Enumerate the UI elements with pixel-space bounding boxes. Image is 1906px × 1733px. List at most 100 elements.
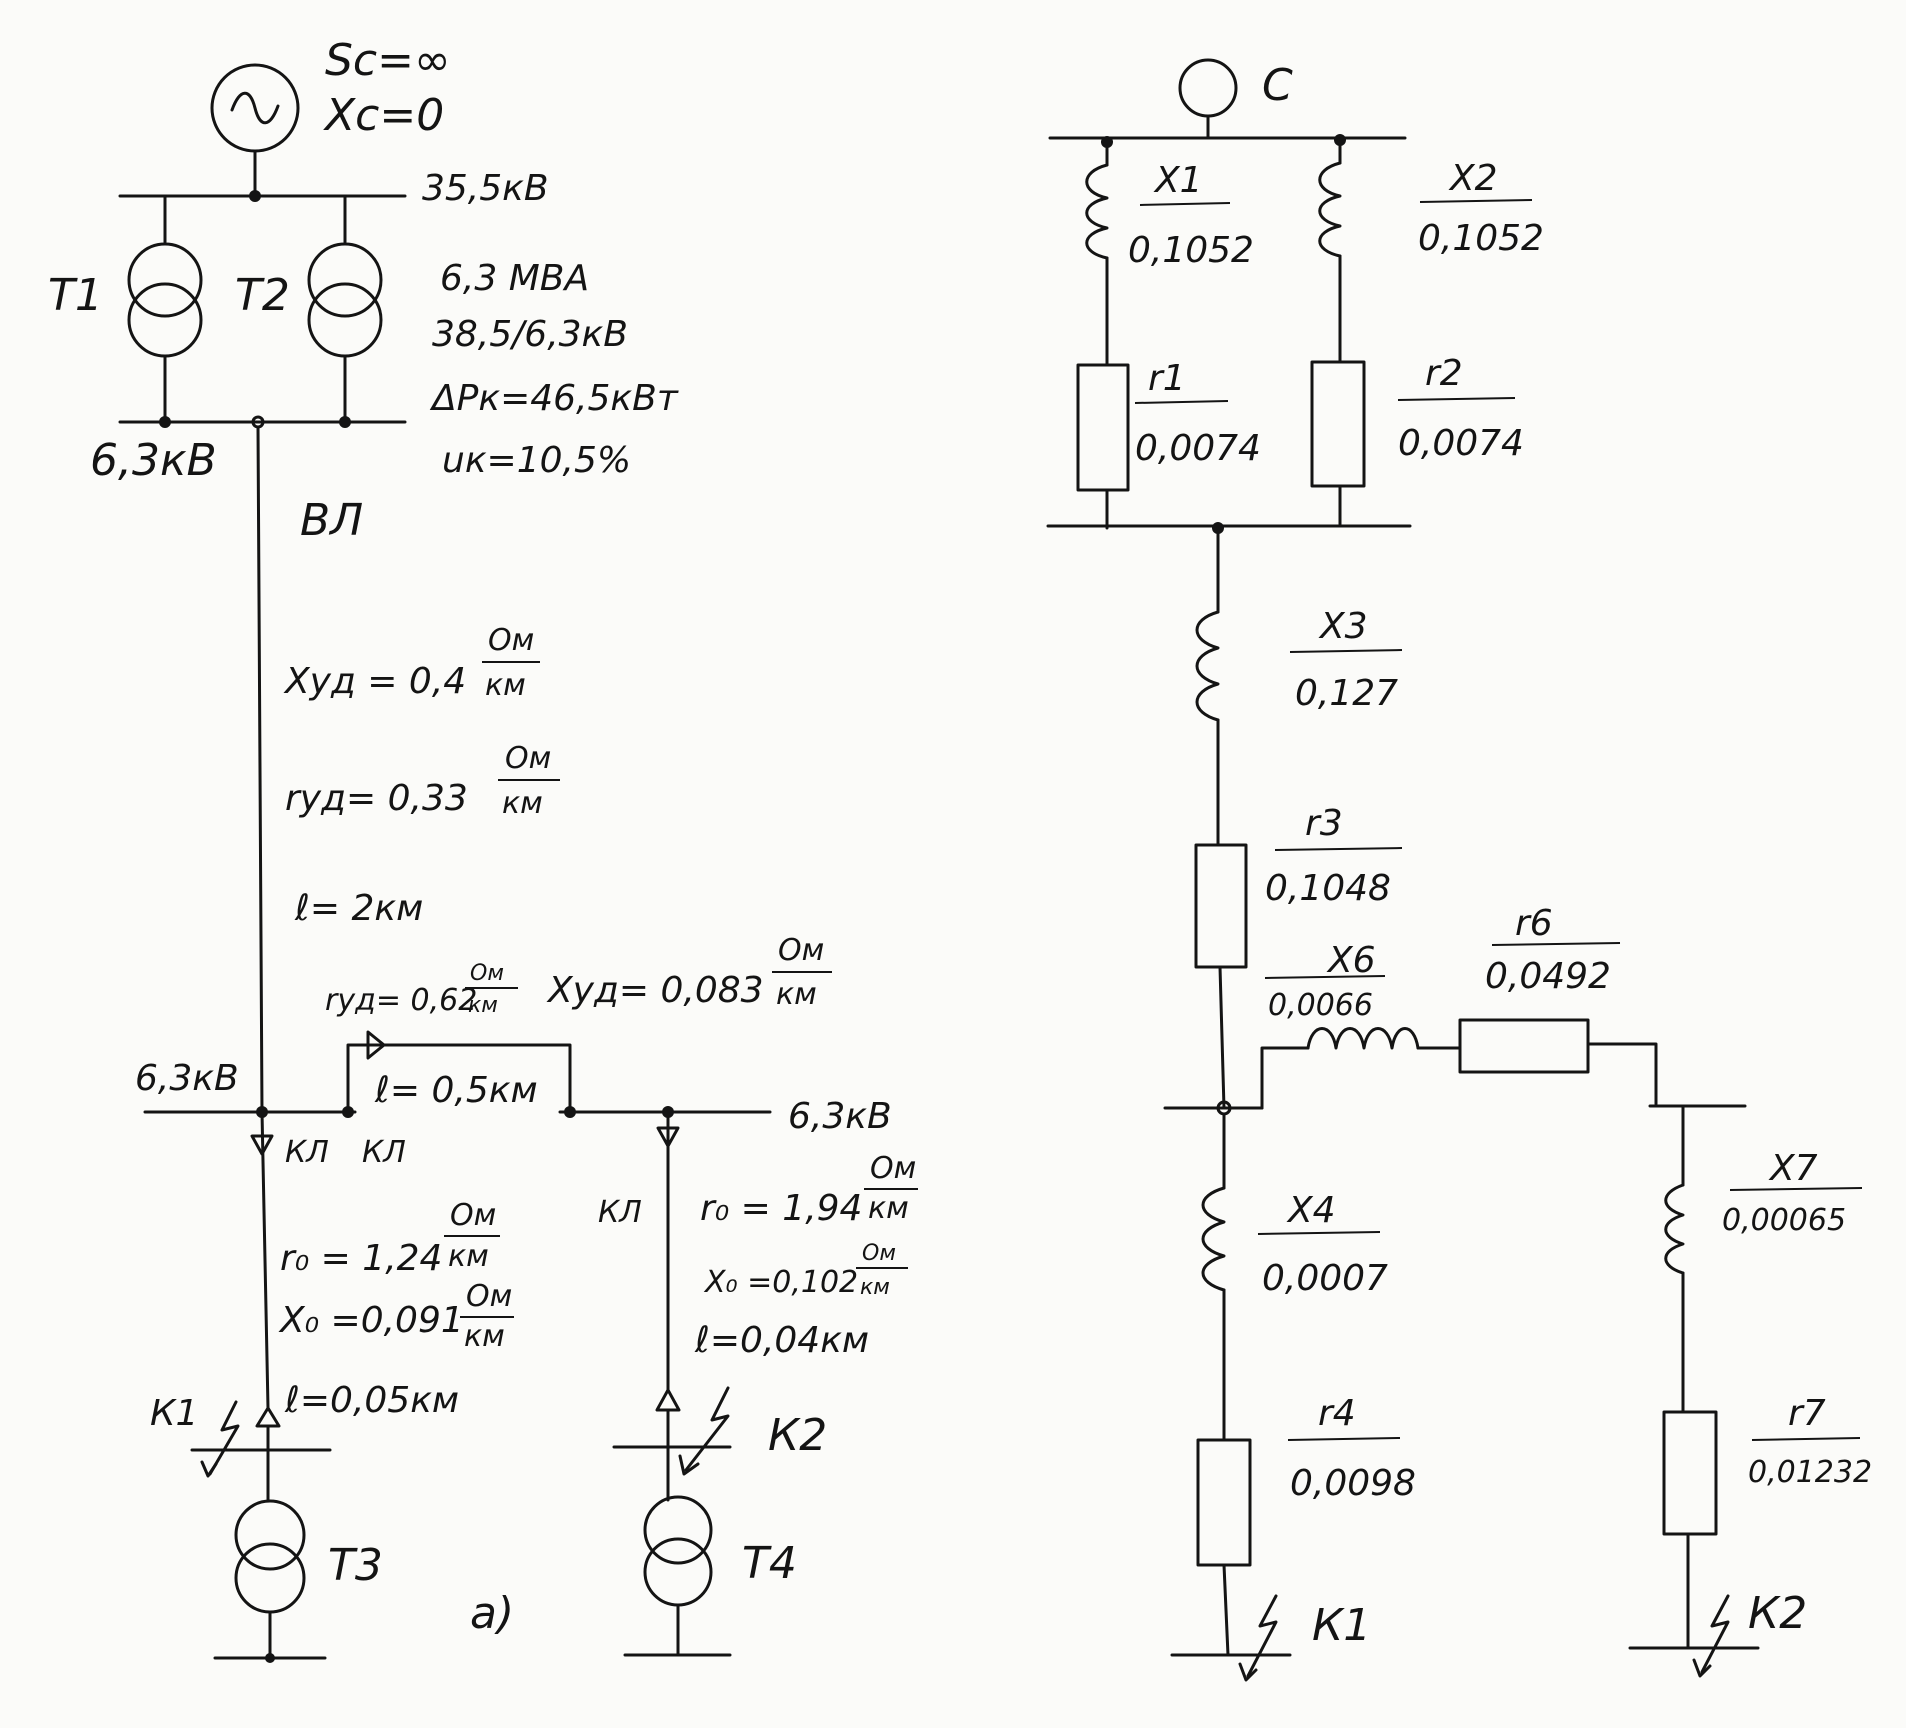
r4-value: 0,0098 xyxy=(1290,1463,1416,1504)
inductor-x4-icon xyxy=(1201,1186,1226,1292)
hv-bus-node xyxy=(249,190,261,202)
inductor-x1-icon xyxy=(1085,163,1109,260)
r3-name: r3 xyxy=(1305,803,1343,844)
transformer-t1-icon xyxy=(127,242,203,358)
bus-2-voltage: 6,3кВ xyxy=(135,1058,239,1099)
source-reactance-label: Xc=0 xyxy=(323,90,444,141)
svg-text:км: км xyxy=(502,786,543,821)
hv-bus-voltage: 35,5кВ xyxy=(422,168,549,209)
r2-name: r2 xyxy=(1425,353,1463,394)
svg-text:Ом: Ом xyxy=(862,1241,896,1266)
cable-end-marker xyxy=(366,1030,386,1060)
transformer-t1-label: T1 xyxy=(48,270,103,321)
x4-name: X4 xyxy=(1286,1190,1336,1231)
transformer-dpk: ΔPк=46,5кВт xyxy=(429,378,679,419)
x3-value: 0,127 xyxy=(1295,673,1398,714)
ol-length: ℓ= 2км xyxy=(294,888,423,929)
ol-x-ud: Xуд = 0,4 xyxy=(283,661,466,702)
x3-name: X3 xyxy=(1318,606,1368,647)
x4-value: 0,0007 xyxy=(1262,1258,1388,1299)
tie-x-ud: Xуд= 0,083 xyxy=(546,970,764,1011)
x1-value: 0,1052 xyxy=(1128,230,1254,271)
kl-label-1: КЛ xyxy=(285,1135,329,1170)
source-c-icon xyxy=(1178,58,1238,118)
x6-name: X6 xyxy=(1326,940,1376,981)
transformer-t3-icon xyxy=(234,1499,306,1614)
transformer-t2-label: T2 xyxy=(235,270,290,321)
inductor-x2-icon xyxy=(1318,161,1342,258)
r1-value: 0,0074 xyxy=(1135,428,1261,469)
r1-name: r1 xyxy=(1148,358,1186,399)
figure-label: а) xyxy=(470,1588,514,1639)
resistor-r2-icon xyxy=(1310,360,1366,488)
svg-text:Ом: Ом xyxy=(488,623,534,658)
cable-1 xyxy=(260,1110,270,1410)
transformer-t2-icon xyxy=(307,242,383,358)
inductor-x7-icon xyxy=(1664,1183,1685,1275)
cable-1-x0: X₀ =0,091 xyxy=(278,1300,464,1341)
cable-2-x0: X₀ =0,102 xyxy=(703,1265,858,1300)
short-circuit-k1-eq-icon xyxy=(1246,1594,1278,1678)
x1-name: X1 xyxy=(1153,160,1203,201)
short-circuit-k2-icon xyxy=(684,1386,730,1472)
svg-text:Ом: Ом xyxy=(466,1279,512,1314)
svg-text:Ом: Ом xyxy=(870,1151,916,1186)
resistor-r6-icon xyxy=(1458,1018,1590,1074)
short-circuit-k2-eq-icon xyxy=(1700,1594,1730,1674)
x7-name: X7 xyxy=(1768,1148,1818,1189)
tie-length: ℓ= 0,5км xyxy=(374,1070,538,1111)
overhead-line xyxy=(256,425,264,1114)
svg-text:км: км xyxy=(485,668,526,703)
source-power-label: Sc=∞ xyxy=(325,35,451,86)
r7-value: 0,01232 xyxy=(1748,1455,1872,1490)
t3-label: Т3 xyxy=(328,1540,383,1591)
x2-value: 0,1052 xyxy=(1418,218,1544,259)
resistor-r7-icon xyxy=(1662,1410,1718,1536)
svg-text:Ом: Ом xyxy=(470,961,504,986)
transformer-ratio: 38,5/6,3кВ xyxy=(432,314,628,355)
svg-text:Ом: Ом xyxy=(505,741,551,776)
source-c-label: С xyxy=(1262,60,1293,111)
cable-1-bottom-marker xyxy=(255,1406,281,1428)
cable-1-length: ℓ=0,05км xyxy=(284,1380,459,1421)
r7-name: r7 xyxy=(1788,1393,1826,1434)
x2-name: X2 xyxy=(1448,158,1498,199)
inductor-x6-icon xyxy=(1306,1027,1420,1050)
lv-bus-voltage: 6,3кВ xyxy=(90,435,217,486)
k1-label: К1 xyxy=(150,1393,198,1434)
tie-r-ud: rуд= 0,62 xyxy=(325,983,477,1018)
svg-text:Ом: Ом xyxy=(450,1198,496,1233)
cable-1-r0: r₀ = 1,24 xyxy=(280,1238,442,1279)
cable-tie-line xyxy=(346,1043,572,1114)
svg-text:км: км xyxy=(776,977,817,1012)
ol-r-ud: rуд= 0,33 xyxy=(285,778,468,819)
transformer-rating: 6,3 МВА xyxy=(440,258,589,299)
resistor-r1-icon xyxy=(1076,363,1130,492)
svg-text:Ом: Ом xyxy=(778,933,824,968)
r2-value: 0,0074 xyxy=(1398,423,1524,464)
svg-text:км: км xyxy=(468,993,498,1018)
t4-label: Т4 xyxy=(742,1538,797,1589)
r6-name: r6 xyxy=(1515,903,1553,944)
resistor-r3-icon xyxy=(1194,843,1248,969)
svg-text:км: км xyxy=(464,1319,505,1354)
k2-label: К2 xyxy=(768,1410,827,1461)
r4-name: r4 xyxy=(1318,1393,1356,1434)
bus-3-voltage: 6,3кВ xyxy=(788,1096,892,1137)
x6-value: 0,0066 xyxy=(1268,988,1373,1023)
generator-icon xyxy=(210,63,300,153)
r3-value: 0,1048 xyxy=(1265,868,1391,909)
scheme-b: С X1 0,1052 r1 0,0074 X2 0,1052 r2 0,007… xyxy=(1046,58,1872,1682)
k2-eq-label: К2 xyxy=(1748,1588,1807,1639)
resistor-r4-icon xyxy=(1196,1438,1252,1567)
cable-2-r0: r₀ = 1,94 xyxy=(700,1188,862,1229)
overhead-line-label: ВЛ xyxy=(300,495,363,546)
k1-eq-label: К1 xyxy=(1312,1600,1371,1651)
transformer-t4-icon xyxy=(643,1495,713,1607)
short-circuit-k1-icon xyxy=(208,1400,240,1476)
inductor-x3-icon xyxy=(1195,610,1220,722)
x7-value: 0,00065 xyxy=(1722,1203,1846,1238)
cable-2-length: ℓ=0,04км xyxy=(694,1320,869,1361)
